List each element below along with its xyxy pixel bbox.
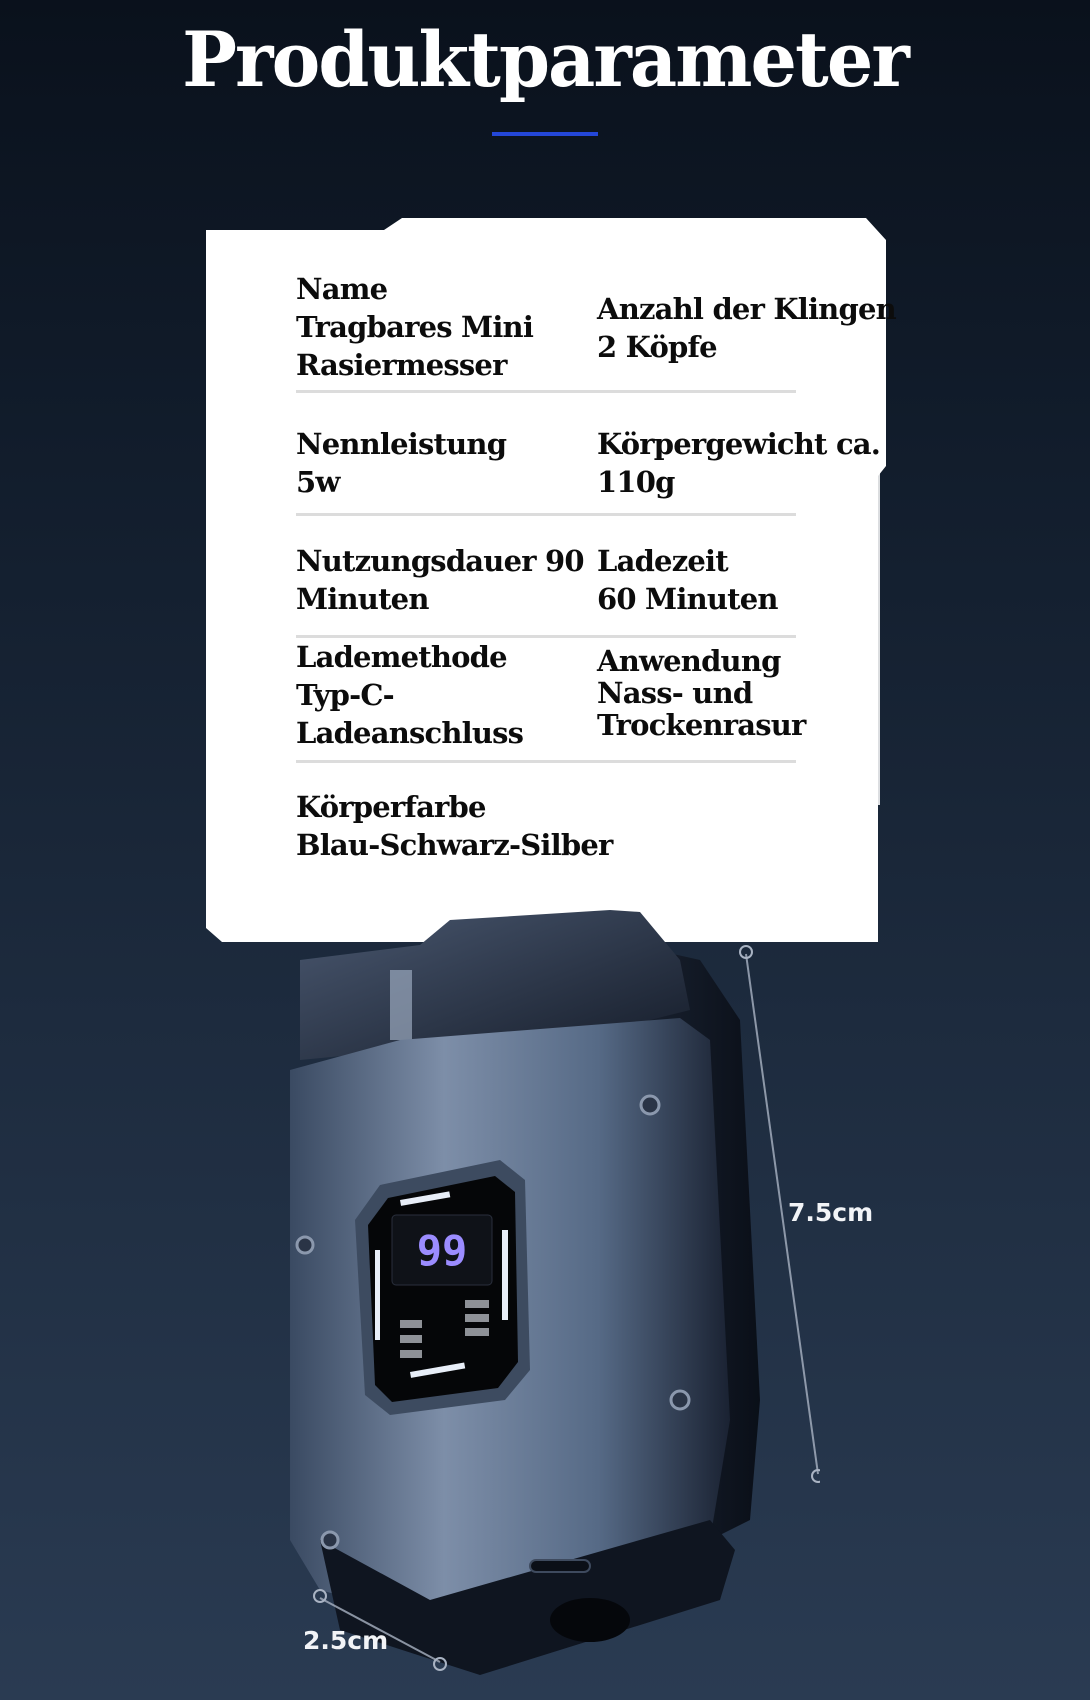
row-divider — [296, 513, 796, 516]
spec-value: Ladeanschluss — [296, 716, 524, 750]
digit-display — [391, 1214, 493, 1286]
spec-label: Name — [296, 272, 388, 306]
card-edge-decoration — [878, 470, 886, 805]
spec-label: Körpergewicht ca. — [597, 427, 881, 461]
spec-value: Tragbares Mini — [296, 310, 534, 344]
height-dimension-line — [745, 953, 819, 1475]
height-dimension-label: 7.5cm — [788, 1198, 874, 1227]
spec-application: Anwendung Nass- und Trockenrasur — [597, 645, 806, 741]
device-hinge — [390, 970, 412, 1040]
screw-icon — [639, 1094, 661, 1116]
spec-weight: Körpergewicht ca. 110g — [597, 425, 881, 501]
spec-value: 2 Köpfe — [597, 330, 718, 364]
spec-value: 5w — [296, 465, 340, 499]
device-button — [550, 1598, 630, 1642]
dimension-endpoint — [811, 1469, 820, 1483]
spec-value: Nass- und — [597, 676, 753, 710]
screw-icon — [295, 1235, 315, 1255]
spec-value: 110g — [597, 465, 675, 499]
spec-value: Blau-Schwarz-Silber — [296, 828, 613, 862]
usb-c-port — [529, 1559, 591, 1573]
title-underline — [492, 132, 598, 136]
spec-label: Ladezeit — [597, 544, 729, 578]
spec-label: Lademethode — [296, 640, 508, 674]
spec-blade-count: Anzahl der Klingen 2 Köpfe — [597, 290, 897, 366]
row-divider — [296, 635, 796, 638]
depth-dimension-label: 2.5cm — [303, 1626, 389, 1655]
dimension-endpoint — [313, 1589, 327, 1603]
spec-label: Nutzungsdauer 90 — [296, 544, 585, 578]
spec-value: Typ-C- — [296, 678, 395, 712]
spec-usage-time: Nutzungsdauer 90 Minuten — [296, 542, 585, 618]
device-bottom — [320, 1520, 735, 1675]
circuit-pattern — [400, 1300, 489, 1358]
screw-icon — [320, 1530, 340, 1550]
spec-card — [206, 218, 886, 942]
spec-value: 60 Minuten — [597, 582, 778, 616]
spec-label: Nennleistung — [296, 427, 507, 461]
depth-dimension-line — [319, 1597, 441, 1663]
row-divider — [296, 390, 796, 393]
spec-rated-power: Nennleistung 5w — [296, 425, 507, 501]
spec-charging-method: Lademethode Typ-C- Ladeanschluss — [296, 638, 524, 752]
spec-value: Trockenrasur — [597, 708, 806, 742]
page-title: Produktparameter — [182, 15, 910, 104]
shaver-device-image: 99 — [290, 910, 820, 1675]
dimension-endpoint — [739, 945, 753, 959]
spec-label: Anzahl der Klingen — [597, 292, 897, 326]
dimension-endpoint — [433, 1657, 447, 1671]
spec-label: Anwendung — [597, 644, 781, 678]
spec-name: Name Tragbares Mini Rasiermesser — [296, 270, 534, 384]
spec-value: Minuten — [296, 582, 429, 616]
row-divider — [296, 760, 796, 763]
spec-label: Körperfarbe — [296, 790, 486, 824]
screw-icon — [669, 1389, 691, 1411]
spec-charging-time: Ladezeit 60 Minuten — [597, 542, 778, 618]
spec-value: Rasiermesser — [296, 348, 507, 382]
spec-body-color: Körperfarbe Blau-Schwarz-Silber — [296, 788, 613, 864]
battery-percent-readout: 99 — [417, 1226, 468, 1275]
